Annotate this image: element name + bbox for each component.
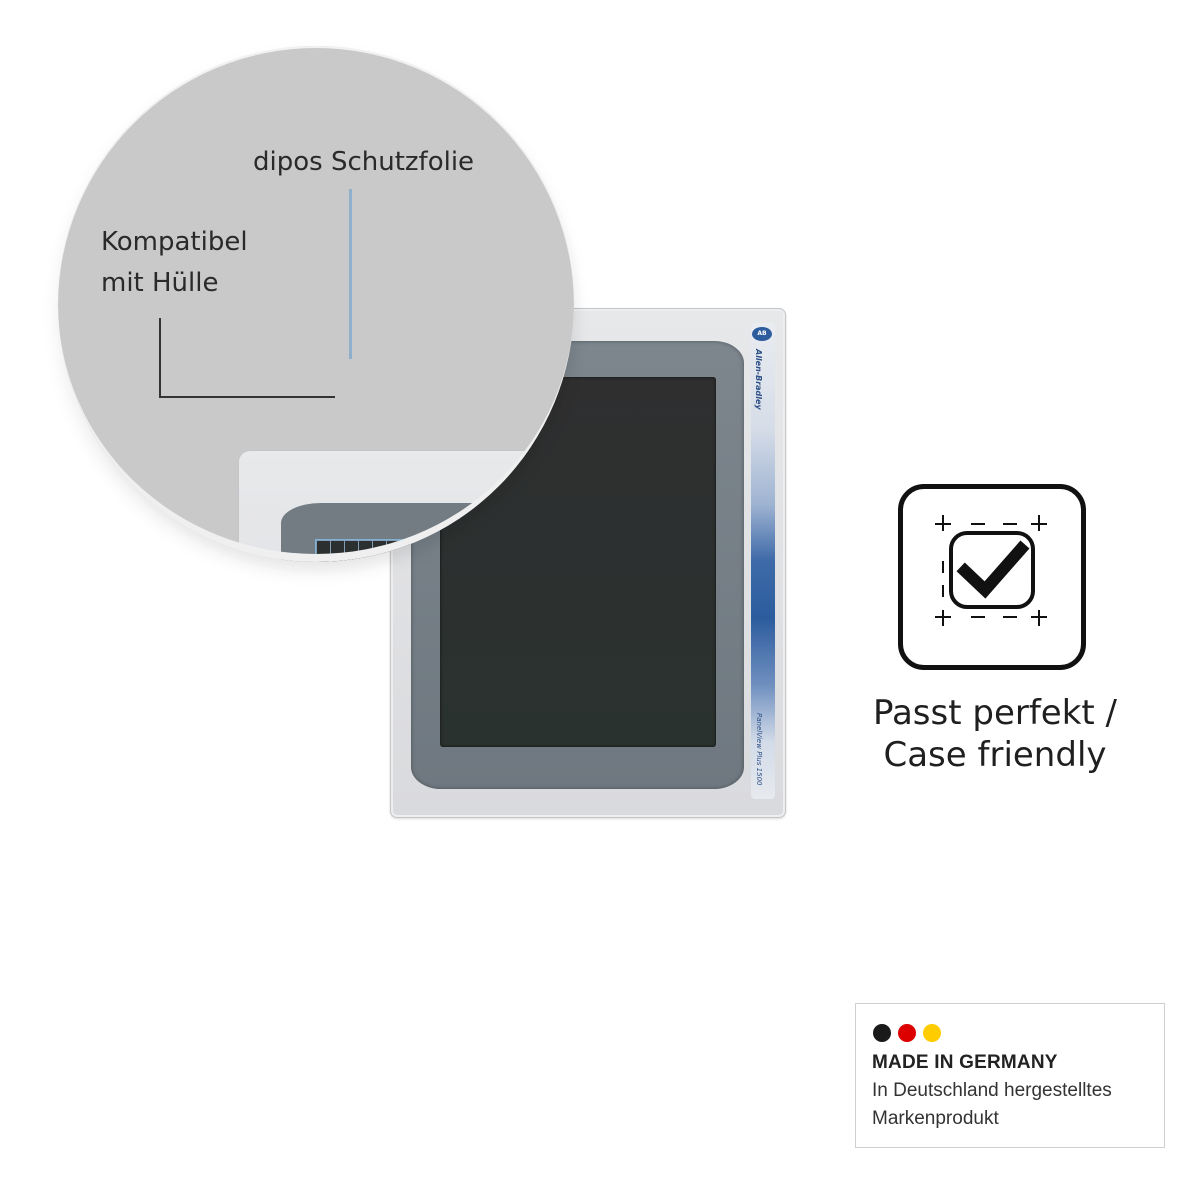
brand-logo: AB — [752, 327, 772, 341]
case-label-line1: Kompatibel — [101, 227, 248, 257]
made-in-germany-title: MADE IN GERMANY — [872, 1052, 1058, 1073]
zoomed-device-bezel — [281, 503, 574, 562]
feature-caption-line1: Passt perfekt / — [872, 693, 1118, 733]
device-brand-strip: AB Allen-Bradley PanelView Plus 1500 — [751, 323, 775, 799]
made-in-germany-subtitle-line2: Markenprodukt — [872, 1108, 999, 1129]
protector-label: dipos Schutzfolie — [253, 147, 475, 177]
screen-protector-grid — [316, 540, 456, 562]
protector-callout-line — [349, 189, 352, 359]
flag-dot-red — [898, 1024, 916, 1042]
made-in-germany-subtitle-line1: In Deutschland hergestelltes — [872, 1080, 1112, 1101]
case-friendly-check-svg — [935, 515, 1047, 626]
case-friendly-check-icon — [898, 484, 1086, 670]
magnifier-circle: dipos Schutzfolie Kompatibel mit Hülle — [58, 46, 574, 562]
case-callout-line-vertical — [159, 318, 161, 398]
zoomed-device-screen — [315, 539, 574, 562]
model-name: PanelView Plus 1500 — [755, 713, 763, 786]
flag-dot-gold — [923, 1024, 941, 1042]
feature-caption-line2: Case friendly — [883, 735, 1107, 775]
flag-dot-black — [873, 1024, 891, 1042]
case-label-line2: mit Hülle — [101, 268, 219, 298]
case-callout-line-horizontal — [159, 396, 335, 398]
brand-name: Allen-Bradley — [754, 349, 763, 410]
zoomed-device-frame — [238, 450, 574, 562]
feature-caption: Passt perfekt / Case friendly — [840, 692, 1150, 776]
made-in-germany-badge: MADE IN GERMANY In Deutschland hergestel… — [855, 1003, 1165, 1148]
